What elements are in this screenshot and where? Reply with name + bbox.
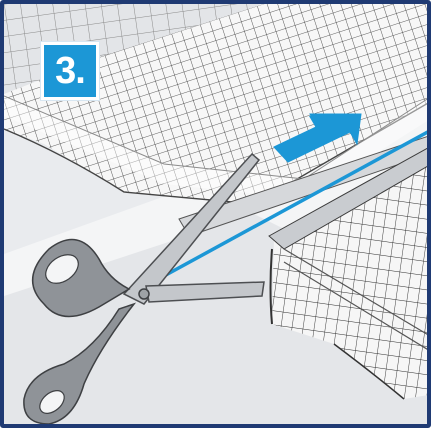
step-number-badge: 3. (41, 42, 99, 100)
